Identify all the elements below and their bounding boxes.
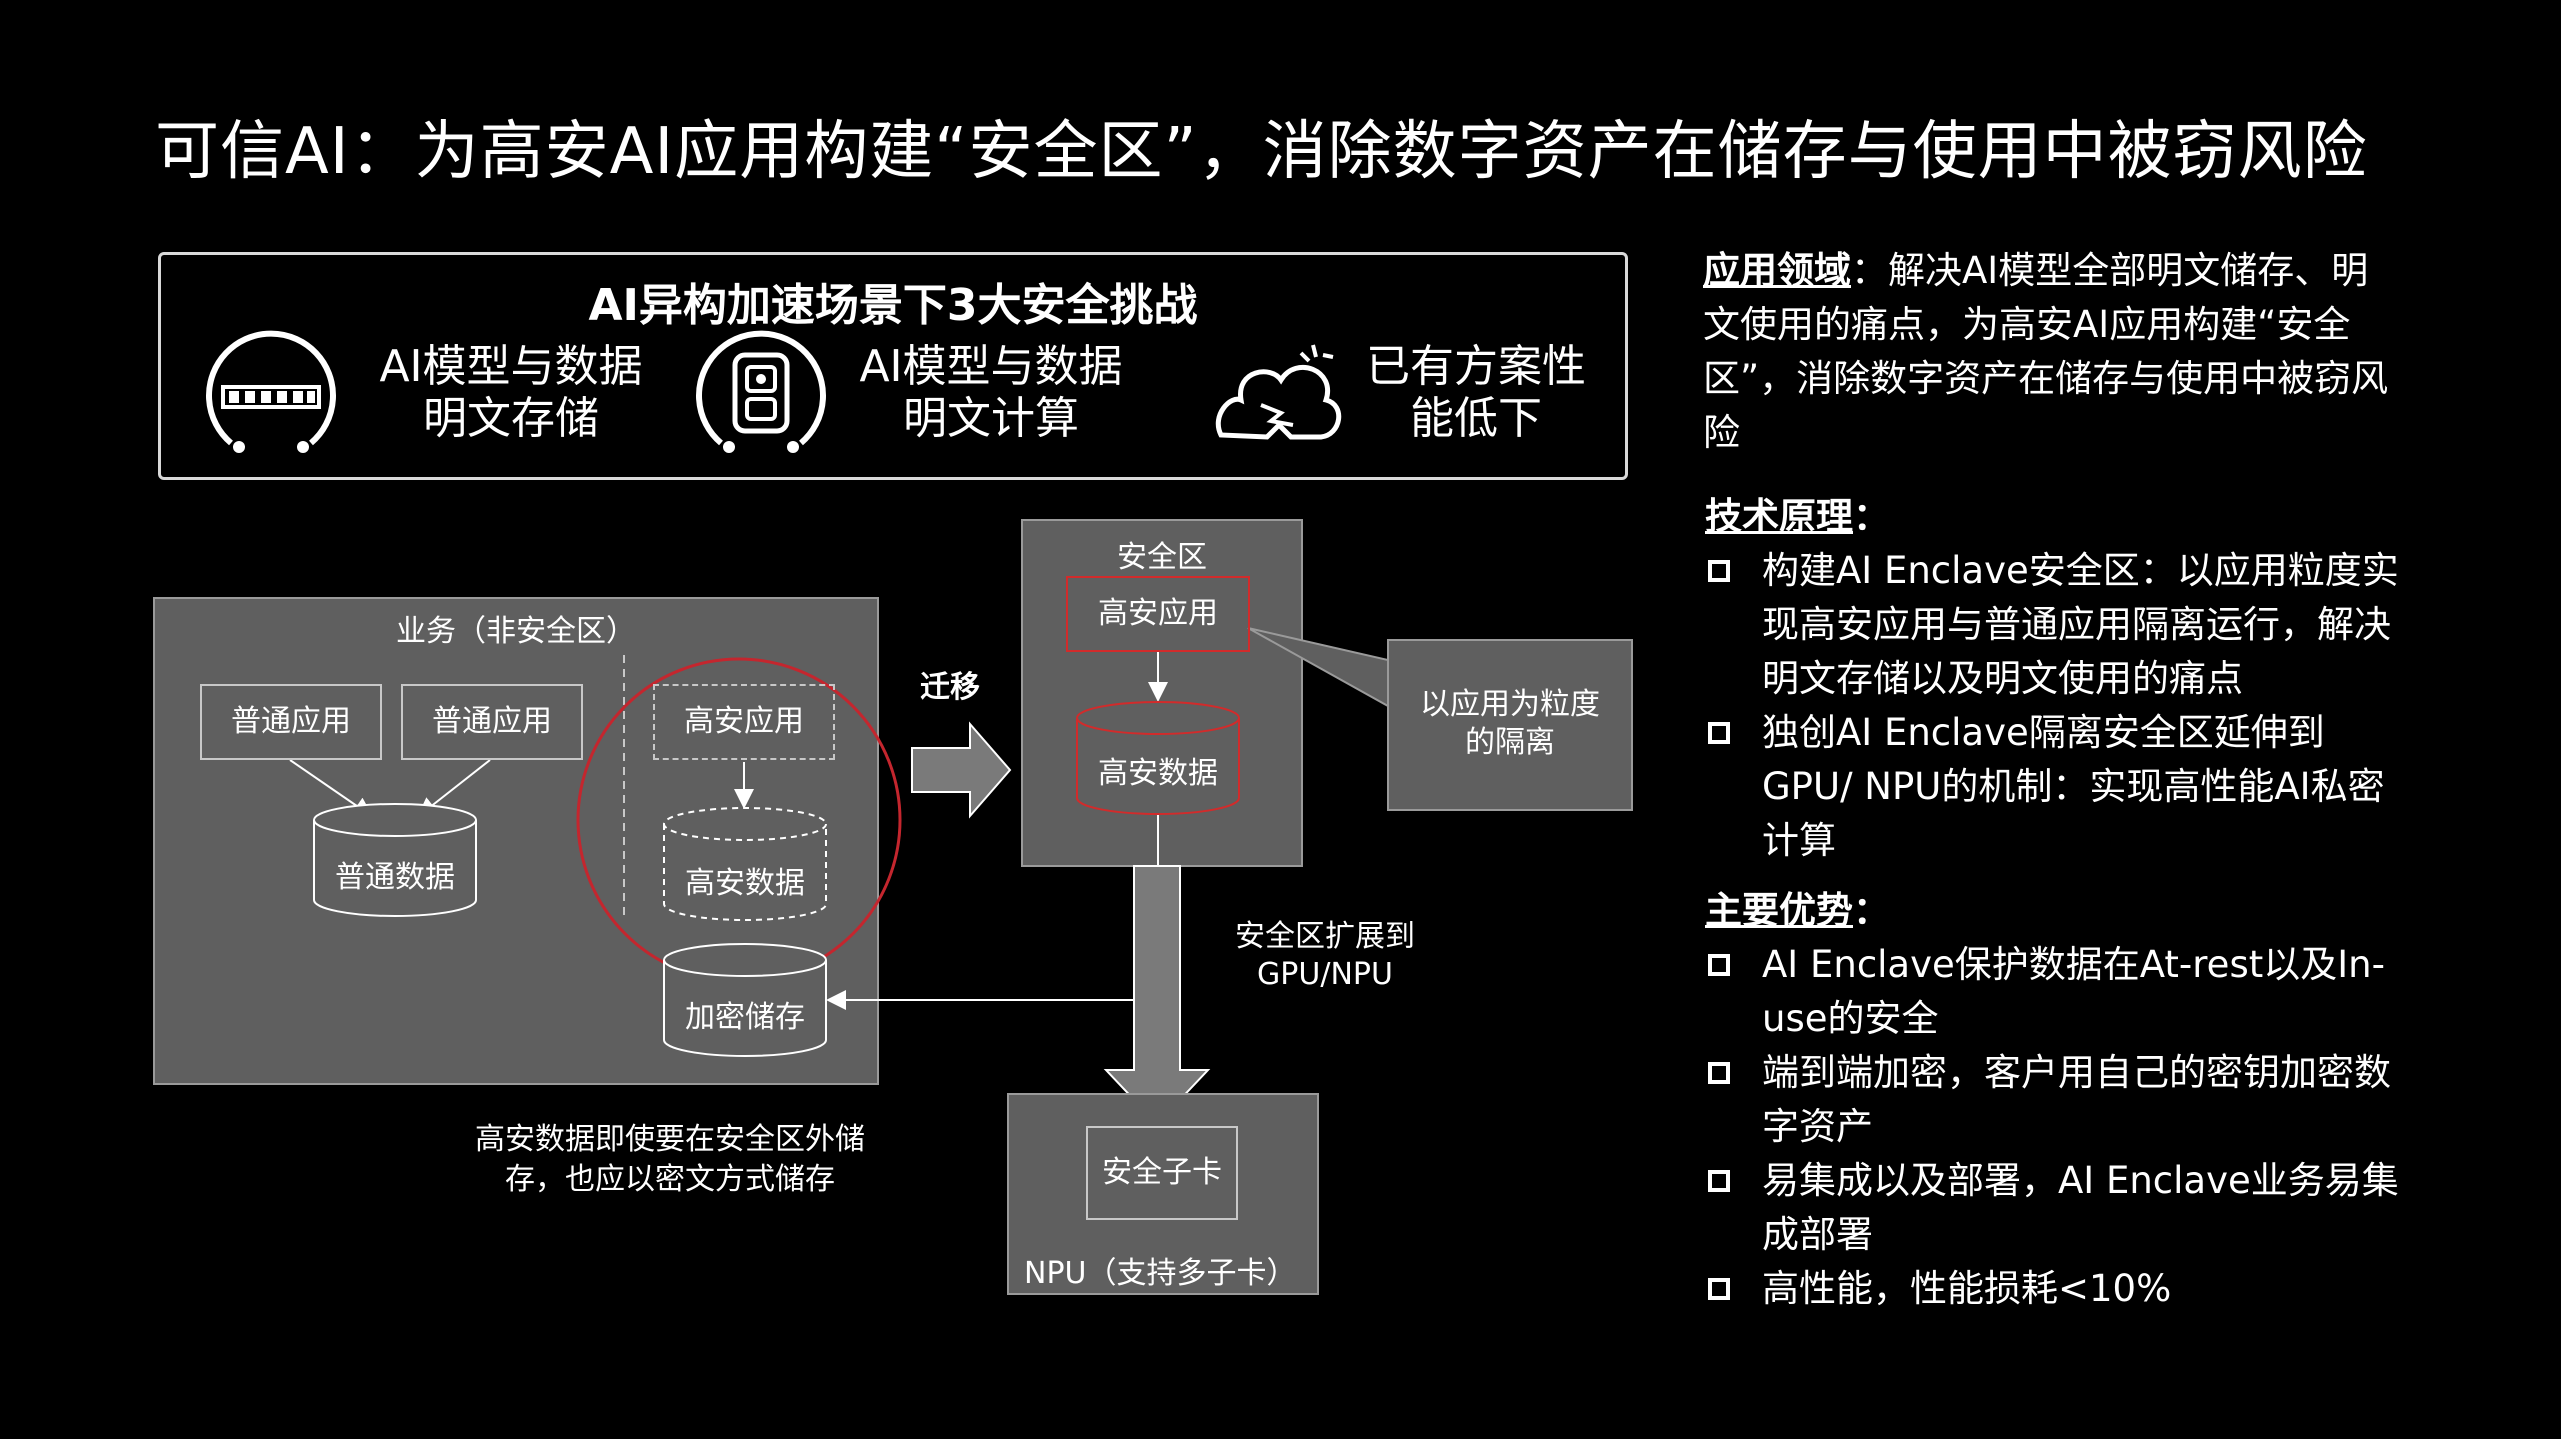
challenge-label-1: AI模型与数据 明文存储 [379,341,643,444]
principle-colon: ： [1853,495,1890,538]
storage-icon [206,330,336,453]
chip-icon [696,330,826,453]
broken-cloud-icon [1216,344,1342,440]
application-text: ：解决AI模型全部明文储存、明文使用的痛点，为高安AI应用构建“安全区”，消除数… [1703,249,2389,454]
application-title: 应用领域 [1703,249,1851,292]
encrypted-storage-label: 加密储存 [685,1000,805,1035]
extend-gpu-npu-label: 安全区扩展到 GPU/NPU [1235,919,1415,992]
challenges-panel: AI异构加速场景下3大安全挑战 AI模型与数据 明文存储 AI模型与数据 明文计… [158,252,1628,480]
principle-title: 技术原理 [1705,495,1853,538]
secure-data-label: 高安数据 [1098,756,1218,791]
business-zone-label: 业务（非安全区） [396,614,636,649]
advantage-item-2-text: 端到端加密，客户用自己的密钥加密数字资产 [1762,1051,2391,1148]
secure-data-cylinder [1076,701,1240,815]
application-section: 应用领域：解决AI模型全部明文储存、明文使用的痛点，为高安AI应用构建“安全区”… [1703,244,2393,460]
bullet-square-icon [1708,954,1730,976]
bullet-square-icon [1708,1278,1730,1300]
slide-title: 可信AI：为高安AI应用构建“安全区”，消除数字资产在储存与使用中被窃风险 [155,115,2368,189]
normal-data-label: 普通数据 [335,860,455,895]
bullet-square-icon [1708,1062,1730,1084]
advantage-heading: 主要优势： [1705,884,1890,938]
advantage-item-4-text: 高性能，性能损耗<10% [1762,1267,2172,1310]
challenge-label-2: AI模型与数据 明文计算 [859,341,1123,444]
normal-data-cylinder [313,803,477,917]
bullet-square-icon [1708,1170,1730,1192]
encrypted-storage-cylinder [663,943,827,1057]
security-subcard-box: 安全子卡 [1086,1126,1238,1220]
high-security-app-dashed: 高安应用 [653,684,835,760]
advantage-colon: ： [1853,889,1890,932]
normal-app-box-2: 普通应用 [401,684,583,760]
advantage-item-3-text: 易集成以及部署，AI Enclave业务易集成部署 [1762,1159,2399,1256]
bullet-square-icon [1708,560,1730,582]
principle-item-2-text: 独创AI Enclave隔离安全区延伸到GPU/ NPU的机制：实现高性能AI私… [1762,711,2385,862]
challenge-label-3: 已有方案性 能低下 [1366,341,1586,444]
secure-zone-label: 安全区 [1117,540,1207,575]
high-security-data-cylinder [663,807,827,921]
advantage-item-1: AI Enclave保护数据在At-rest以及In-use的安全 [1700,938,2410,1046]
advantage-item-1-text: AI Enclave保护数据在At-rest以及In-use的安全 [1762,943,2385,1040]
advantage-item-4: 高性能，性能损耗<10% [1700,1262,2410,1316]
advantage-title: 主要优势 [1705,889,1853,932]
principle-heading: 技术原理： [1705,490,1890,544]
migrate-label: 迁移 [920,670,980,705]
npu-label: NPU（支持多子卡） [1024,1256,1297,1291]
principle-item-1-text: 构建AI Enclave安全区：以应用粒度实现高安应用与普通应用隔离运行，解决明… [1762,549,2399,700]
high-security-data-label: 高安数据 [685,866,805,901]
advantage-item-2: 端到端加密，客户用自己的密钥加密数字资产 [1700,1046,2410,1154]
normal-app-box-1: 普通应用 [200,684,382,760]
challenges-title: AI异构加速场景下3大安全挑战 [588,280,1198,331]
advantage-item-3: 易集成以及部署，AI Enclave业务易集成部署 [1700,1154,2410,1262]
secure-app-box: 高安应用 [1066,576,1250,652]
bullet-square-icon [1708,722,1730,744]
principle-item-1: 构建AI Enclave安全区：以应用粒度实现高安应用与普通应用隔离运行，解决明… [1700,544,2410,706]
principle-item-2: 独创AI Enclave隔离安全区延伸到GPU/ NPU的机制：实现高性能AI私… [1700,706,2410,868]
encryption-note: 高安数据即使要在安全区外储 存，也应以密文方式储存 [475,1122,865,1197]
granularity-label: 以应用为粒度 的隔离 [1420,687,1600,760]
